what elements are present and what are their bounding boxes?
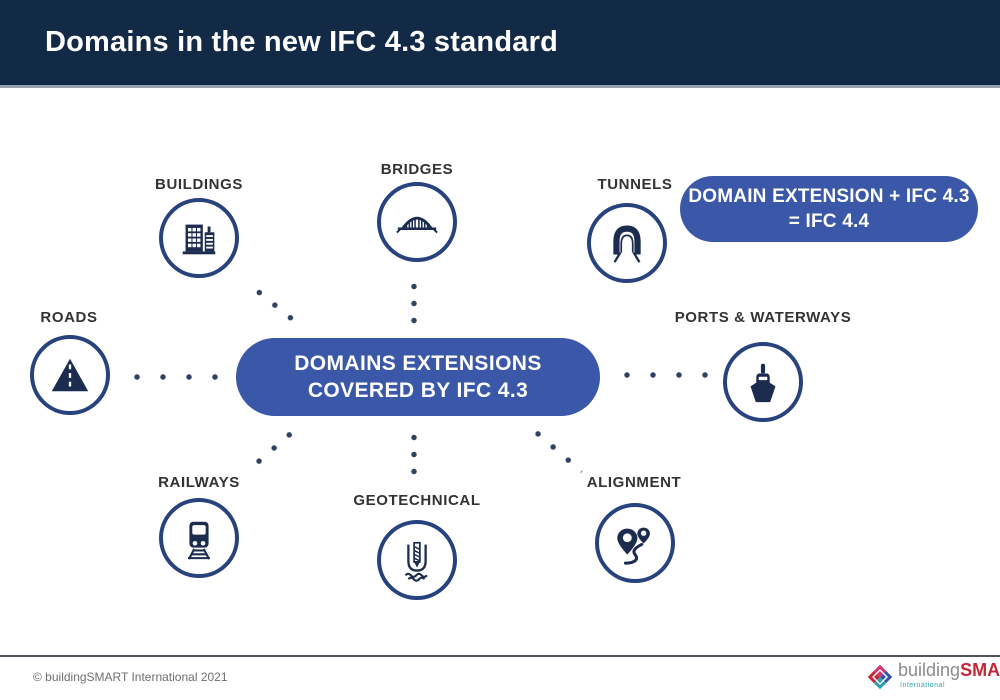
- page-title: Domains in the new IFC 4.3 standard: [45, 26, 558, 58]
- node-label-tunnels: TUNNELS: [597, 176, 673, 193]
- extension-pill-line2: = IFC 4.4: [788, 211, 870, 232]
- logo-word-building: building: [898, 660, 961, 680]
- center-pill: DOMAINS EXTENSIONS COVERED BY IFC 4.3: [236, 338, 600, 416]
- buildingsmart-pinwheel-icon: [866, 661, 894, 696]
- footer-divider: [0, 655, 1000, 657]
- node-label-bridges: BRIDGES: [380, 161, 454, 178]
- extension-pill-line1: DOMAIN EXTENSION + IFC 4.3: [688, 186, 970, 207]
- center-pill-line1: DOMAINS EXTENSIONS: [294, 352, 542, 375]
- node-circle-bridges: [377, 182, 457, 262]
- copyright-text: © buildingSMART International 2021: [33, 670, 228, 684]
- tunnel-icon: [604, 220, 650, 266]
- node-circle-ports: [723, 342, 803, 422]
- logo-subtitle: International: [900, 682, 946, 689]
- connector-ports-dots: [612, 372, 708, 378]
- node-circle-roads: [30, 335, 110, 415]
- node-label-buildings: BUILDINGS: [155, 176, 243, 193]
- connector-roads-dots: [122, 374, 218, 380]
- node-label-geotechnical: GEOTECHNICAL: [353, 492, 481, 509]
- node-circle-railways: [159, 498, 239, 578]
- bridge-icon: [394, 199, 440, 245]
- connector-buildings-dots: [248, 282, 302, 328]
- node-label-roads: ROADS: [40, 309, 98, 326]
- node-circle-tunnels: [587, 203, 667, 283]
- connector-geotechnical-dots: [411, 427, 417, 481]
- node-circle-geotechnical: [377, 520, 457, 600]
- extension-pill: DOMAIN EXTENSION + IFC 4.3 = IFC 4.4: [680, 176, 978, 242]
- logo-word-smart: SMART.: [960, 660, 1000, 680]
- connector-bridges-dots: [411, 276, 417, 333]
- buildings-icon: [176, 215, 222, 261]
- road-icon: [47, 352, 93, 398]
- header-bar: Domains in the new IFC 4.3 standard: [0, 0, 1000, 88]
- map-pins-icon: [612, 520, 658, 566]
- center-pill-line2: COVERED BY IFC 4.3: [307, 379, 529, 402]
- node-label-railways: RAILWAYS: [158, 474, 240, 491]
- node-label-ports: PORTS & WATERWAYS: [674, 309, 852, 326]
- ship-icon: [740, 359, 786, 405]
- train-icon: [176, 515, 222, 561]
- connector-alignment-dots: [527, 423, 584, 475]
- node-circle-alignment: [595, 503, 675, 583]
- buildingsmart-logo: buildingSMART. International: [866, 661, 1000, 696]
- node-label-alignment: ALIGNMENT: [586, 474, 682, 491]
- auger-icon: [394, 537, 440, 583]
- connector-railways-dots: [248, 422, 304, 472]
- node-circle-buildings: [159, 198, 239, 278]
